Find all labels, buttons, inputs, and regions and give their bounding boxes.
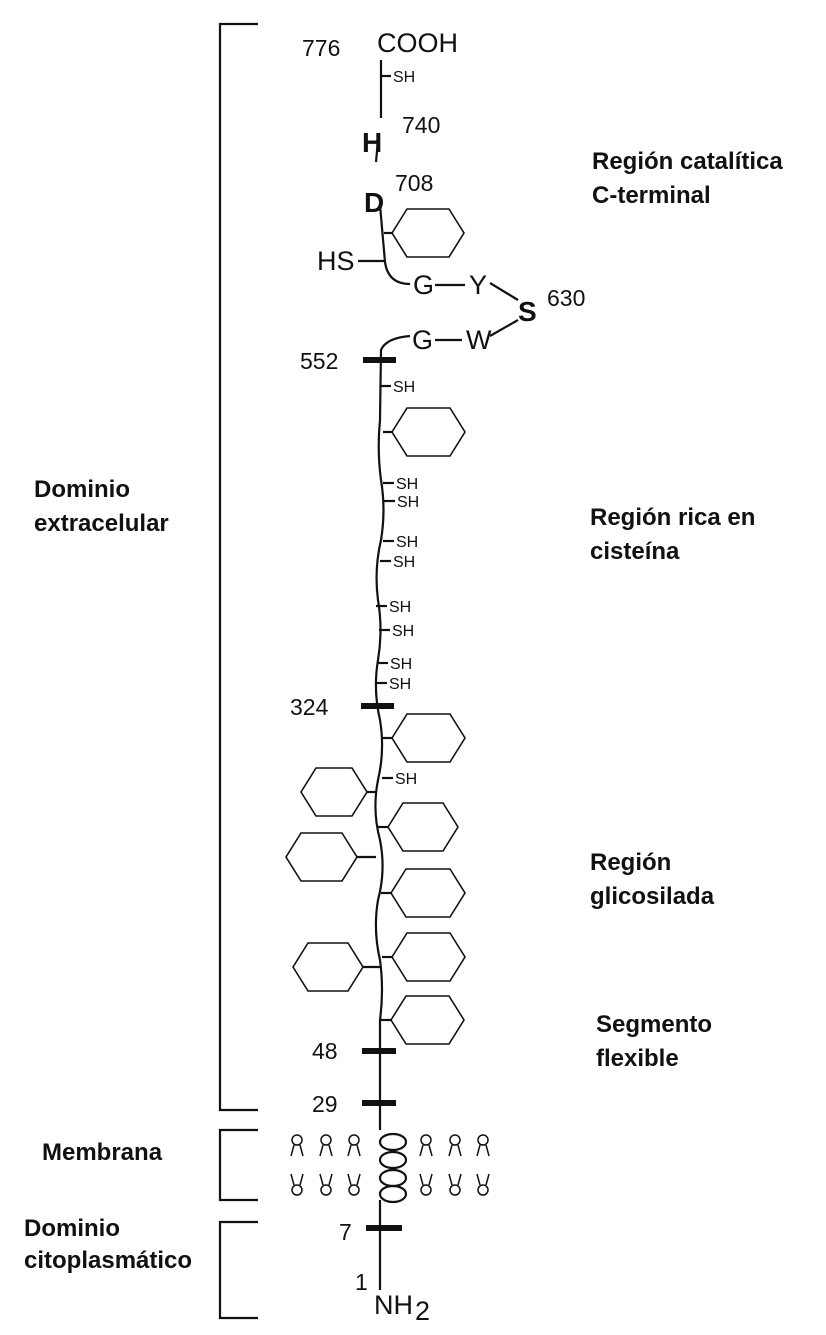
lipid (448, 1134, 462, 1157)
membrane-lipids (290, 1134, 490, 1196)
cytoplasmic-bracket (218, 1220, 258, 1320)
sugar-ring (387, 802, 459, 852)
lipid (319, 1173, 333, 1196)
sugar-rings (285, 208, 466, 1045)
residue-tyr: Y (469, 270, 487, 300)
lipid (419, 1173, 433, 1196)
sugar-ring (391, 932, 466, 982)
sugar-ring (285, 832, 358, 882)
position-1: 1 (355, 1269, 368, 1295)
membrane-label: Membrana (42, 1139, 163, 1166)
cysteine-region-label-line1: Región rica en (590, 504, 755, 531)
position-552: 552 (300, 348, 338, 374)
residue-his: H (362, 127, 382, 158)
glycosylated-region-label-line2: glicosilada (590, 883, 715, 910)
sh-group: SH (393, 69, 415, 86)
motif-connectors (435, 282, 519, 342)
lipid (476, 1134, 490, 1157)
sh-group: SH (396, 476, 418, 493)
sugar-ring (292, 942, 364, 992)
residue-gly-2: G (412, 325, 433, 355)
lipid (319, 1134, 333, 1157)
backbone-catalytic (374, 60, 411, 286)
position-324: 324 (290, 694, 329, 720)
sugar-ring (390, 868, 466, 918)
transmembrane-helix (378, 1132, 408, 1204)
catalytic-region-label-line2: C-terminal (592, 182, 711, 209)
membrane-bracket (218, 1128, 258, 1202)
sh-group: SH (393, 379, 415, 396)
position-740: 740 (402, 112, 440, 138)
sh-group: SH (397, 494, 419, 511)
extracellular-label-line2: extracelular (34, 510, 169, 537)
position-776: 776 (302, 35, 340, 61)
sh-group: SH (389, 599, 411, 616)
backbone-main-chain (374, 334, 411, 1130)
sh-groups: SH SH SH SH SH SH SH SH SH SH SH (376, 69, 419, 788)
sh-group: SH (393, 554, 415, 571)
cysteine-region-label-line2: cisteína (590, 538, 680, 565)
position-630: 630 (547, 285, 585, 311)
lipid (448, 1173, 462, 1196)
position-48: 48 (312, 1038, 338, 1064)
residue-trp: W (466, 325, 492, 355)
sh-group: SH (396, 534, 418, 551)
residue-asp: D (364, 187, 384, 218)
cytoplasmic-label-line2: citoplasmático (24, 1247, 192, 1274)
flexible-segment-label-line2: flexible (596, 1045, 679, 1072)
cytoplasmic-label-line1: Dominio (24, 1215, 120, 1242)
flexible-segment-label-line1: Segmento (596, 1011, 712, 1038)
c-terminus-label: COOH (377, 28, 458, 58)
residue-gly-1: G (413, 270, 434, 300)
sh-group: SH (392, 623, 414, 640)
extracellular-label-line1: Dominio (34, 476, 130, 503)
sh-group: SH (395, 771, 417, 788)
hs-label: HS (317, 246, 355, 276)
n-terminus-label: NH (374, 1290, 413, 1320)
sugar-ring (390, 995, 465, 1045)
sugar-ring (391, 407, 466, 457)
lipid (290, 1173, 304, 1196)
glycosylated-region-label-line1: Región (590, 849, 671, 876)
catalytic-region-label-line1: Región catalítica (592, 148, 783, 175)
lipid (419, 1134, 433, 1157)
sugar-ring (391, 713, 466, 763)
position-708: 708 (395, 170, 433, 196)
residue-ser: S (518, 296, 537, 327)
lipid (476, 1173, 490, 1196)
lipid (290, 1134, 304, 1157)
position-7: 7 (339, 1219, 352, 1245)
n-terminus-subscript: 2 (415, 1296, 430, 1326)
position-29: 29 (312, 1091, 338, 1117)
lipid (347, 1173, 361, 1196)
sh-group: SH (389, 676, 411, 693)
lipid (347, 1134, 361, 1157)
sh-group: SH (390, 656, 412, 673)
sugar-ring (300, 767, 368, 817)
sugar-ring (391, 208, 465, 258)
extracellular-bracket (218, 22, 258, 1112)
